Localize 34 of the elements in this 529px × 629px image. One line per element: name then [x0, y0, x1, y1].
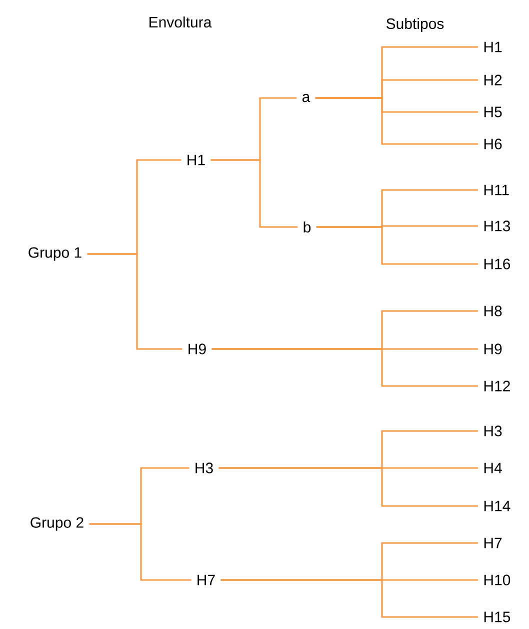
tree-branch [89, 523, 192, 581]
tree-label: H7 [198, 574, 215, 586]
tree-label: Grupo 2 [30, 517, 84, 531]
tree-branch [220, 579, 478, 618]
tree-label: H11 [484, 184, 509, 196]
tree-label: H4 [484, 462, 502, 474]
tree-branch [315, 97, 478, 145]
tree-branch [218, 467, 478, 507]
tree-label: a [302, 94, 310, 102]
tree-label: H14 [484, 500, 510, 512]
tree-branch [87, 253, 182, 350]
tree-label: H12 [484, 380, 510, 392]
tree-label: H2 [484, 74, 502, 86]
tree-label: H8 [484, 306, 502, 316]
tree-label: H10 [484, 574, 510, 586]
tree-branch [316, 226, 478, 265]
tree-label: H3 [484, 426, 502, 436]
tree-label: Grupo 1 [28, 247, 82, 261]
tree-branch [212, 348, 478, 387]
tree-label: b [304, 222, 311, 232]
tree-label: H6 [484, 138, 502, 150]
column-heading: Envoltura [150, 16, 212, 28]
tree-label: H1 [484, 42, 502, 52]
tree-branch [210, 159, 298, 228]
tree-label: H1 [188, 154, 205, 166]
tree-label: H16 [484, 258, 510, 270]
tree-label: H15 [484, 612, 510, 622]
column-heading: Subtipos [386, 18, 444, 32]
tree-label: H3 [196, 462, 213, 474]
tree-label: H7 [484, 538, 502, 548]
tree-label: H13 [484, 220, 510, 232]
tree-label: H5 [484, 106, 502, 118]
tree-label: H9 [188, 344, 206, 354]
tree-label: H9 [484, 344, 502, 354]
